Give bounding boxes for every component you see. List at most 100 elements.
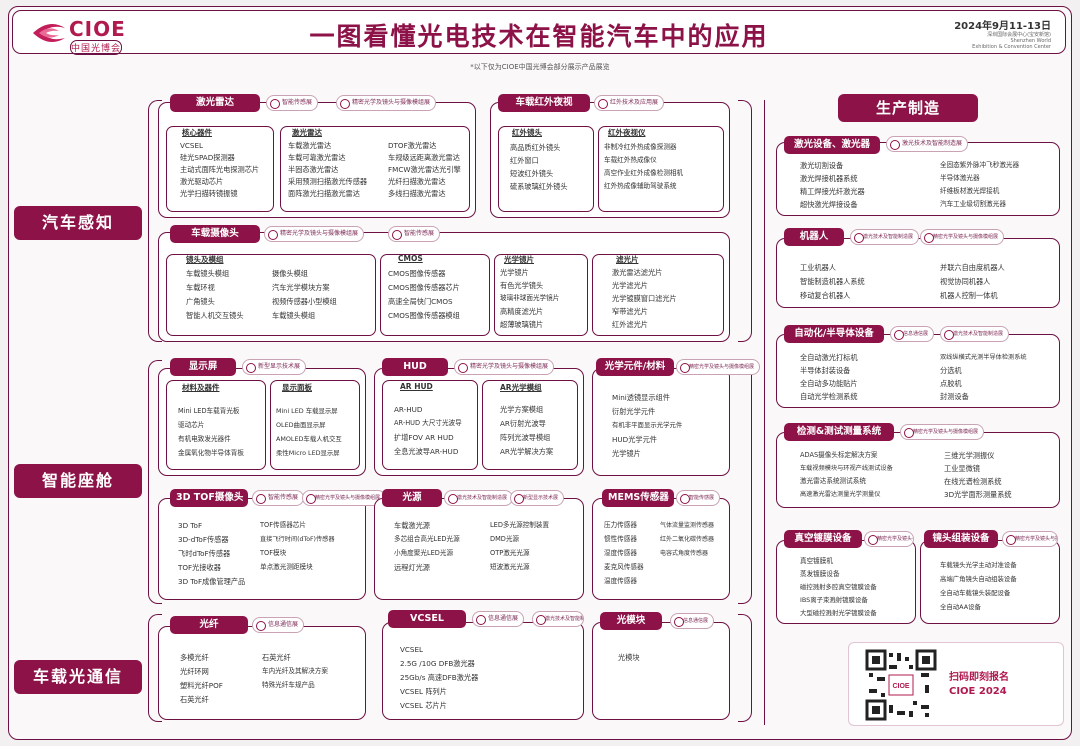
camera-lens-box (166, 254, 376, 336)
list-item: 衍射光学元件 (612, 407, 656, 416)
list-item: 视频传感器小型模组 (272, 297, 337, 306)
vcsel-section (382, 622, 584, 720)
lensasm-section (920, 540, 1060, 624)
auto-section (776, 334, 1060, 408)
list-item: 光学镀膜窗口滤光片 (612, 294, 677, 303)
list-item: 石英光纤 (180, 695, 209, 704)
light-section (374, 498, 584, 600)
list-item: 全自动AA设备 (940, 603, 981, 611)
list-item: AR光学解决方案 (500, 447, 554, 456)
info-comm-badge-2: 信息通信展 (472, 611, 525, 627)
infrared-badge: 红外技术及应用展 (594, 95, 665, 111)
laser-badge: 激光技术及智能制造展 (444, 490, 514, 506)
list-item: 激光焊接机器系统 (800, 174, 858, 183)
list-item: 惯性传感器 (604, 535, 637, 543)
list-item: FMCW激光雷达光引擎 (388, 165, 461, 174)
camera-window-title: 滤光片 (616, 255, 639, 264)
laser-badge-5: 激光技术及智能制造展 (940, 326, 1010, 342)
comm-brace-right (738, 614, 752, 722)
list-item: 多模光纤 (180, 653, 209, 662)
hud-ar-box (382, 380, 478, 470)
list-item: 单点激光测距模块 (260, 563, 313, 571)
optmod-tag: 光模块 (600, 612, 662, 630)
list-item: Mini透镜显示组件 (612, 393, 670, 402)
display-tag: 显示屏 (170, 358, 236, 376)
precision-badge-6: 精密光学及镜头与摄像模组展 (920, 229, 1005, 245)
list-item: 远程灯光源 (394, 563, 430, 572)
lidar-core-title: 核心器件 (182, 128, 212, 137)
list-item: 红外窗口 (510, 156, 539, 165)
lidar-main-title: 激光雷达 (292, 128, 322, 137)
list-item: 工业机器人 (800, 263, 836, 272)
precision-badge-4: 精密光学及镜头与摄像模组展 (676, 359, 761, 375)
display-mat-title: 材料及器件 (182, 383, 220, 392)
perception-brace-right (738, 100, 752, 342)
list-item: 大型磁控溅射光学镀膜设备 (800, 609, 877, 617)
list-item: 并联六自由度机器人 (940, 263, 1005, 272)
list-item: 车载镜头模组 (186, 269, 230, 278)
list-item: 多芯组合高光LED光源 (394, 535, 460, 543)
list-item: 车载视频模块与环视产线测试设备 (800, 465, 893, 472)
list-item: 精工焊接光纤激光器 (800, 187, 865, 196)
list-item: 麦克风传感器 (604, 563, 644, 571)
list-item: 激光驱动芯片 (180, 177, 224, 186)
list-item: 驱动芯片 (178, 421, 205, 429)
list-item: 红外热成像辅助驾驶系统 (604, 182, 677, 190)
camera-section (158, 232, 730, 342)
display-mat-box (166, 380, 266, 470)
list-item: 半导体封装设备 (800, 366, 851, 375)
laser-eq-tag: 激光设备、激光器 (784, 136, 880, 154)
list-item: 非制冷红外热成像探测器 (604, 143, 677, 151)
precision-badge-2: 精密光学及镜头与摄像模组展 (264, 226, 365, 242)
list-item: 全自动多功能贴片 (800, 379, 858, 388)
mems-section (592, 498, 730, 600)
list-item: 蒸发镀膜设备 (800, 570, 840, 578)
list-item: 高精度滤光片 (500, 307, 544, 316)
robot-section (776, 238, 1060, 308)
qr-center-logo: CIOE (892, 683, 909, 690)
list-item: 车载环视 (186, 283, 215, 292)
event-venue-en2: Exhibition & Convention Center (972, 44, 1051, 50)
hud-mod-title: AR光学模组 (500, 383, 542, 392)
list-item: 窄带滤光片 (612, 307, 648, 316)
list-item: ADAS摄像头标定解决方案 (800, 451, 878, 459)
display-badge-2: 新型显示技术展 (510, 490, 565, 506)
list-item: 光学扫描转镜振镜 (180, 189, 238, 198)
hud-tag: HUD (382, 358, 448, 376)
list-item: 移动复合机器人 (800, 291, 851, 300)
qr-code[interactable]: CIOE (865, 649, 937, 721)
list-item: HUD光学元件 (612, 435, 657, 444)
list-item: 光学滤光片 (612, 281, 648, 290)
list-item: 光模块 (618, 653, 640, 662)
list-item: AMOLED车载人机交互 (276, 435, 342, 443)
list-item: 车规级远距离激光雷达 (388, 153, 460, 162)
fiber-section (158, 626, 366, 720)
list-item: 主动式面阵光电探测芯片 (180, 165, 260, 174)
list-item: 扩增FOV AR HUD (394, 433, 454, 442)
list-item: 光学方案模组 (500, 405, 544, 414)
display-panel-title: 显示面板 (282, 383, 312, 392)
list-item: 高空作业红外成像检测相机 (604, 169, 684, 177)
cockpit-brace-right (738, 360, 752, 604)
list-item: 湿度传感器 (604, 549, 637, 557)
list-item: 有色光学镜头 (500, 281, 544, 290)
list-item: 光学镜片 (612, 449, 641, 458)
ir-lens-title: 红外镜头 (512, 128, 542, 137)
precision-badge: 精密光学及镜头与摄像模组展 (336, 95, 437, 111)
cioe-logo[interactable]: CIOE 中国光博会 (31, 15, 161, 55)
list-item: VCSEL 芯片片 (400, 701, 447, 710)
info-comm-badge: 信息通信展 (252, 617, 305, 633)
lidar-section (158, 102, 476, 218)
hud-mod-box (482, 380, 578, 470)
ir-cam-box (598, 126, 724, 212)
list-item: 车载激光源 (394, 521, 430, 530)
list-item: 采用预测扫描激光传感器 (288, 177, 368, 186)
qr-registration[interactable]: CIOE 扫码即刻报名 CIOE 2024 (848, 642, 1064, 726)
hud-section (374, 368, 584, 476)
list-item: 车载激光雷达 (288, 141, 332, 150)
list-item: OLED曲面显示屏 (276, 421, 326, 429)
list-item: 车内光纤及其解决方案 (262, 667, 328, 675)
lidar-tag: 激光雷达 (170, 94, 260, 112)
tof-section (158, 498, 366, 600)
list-item: 高品质红外镜头 (510, 143, 561, 152)
